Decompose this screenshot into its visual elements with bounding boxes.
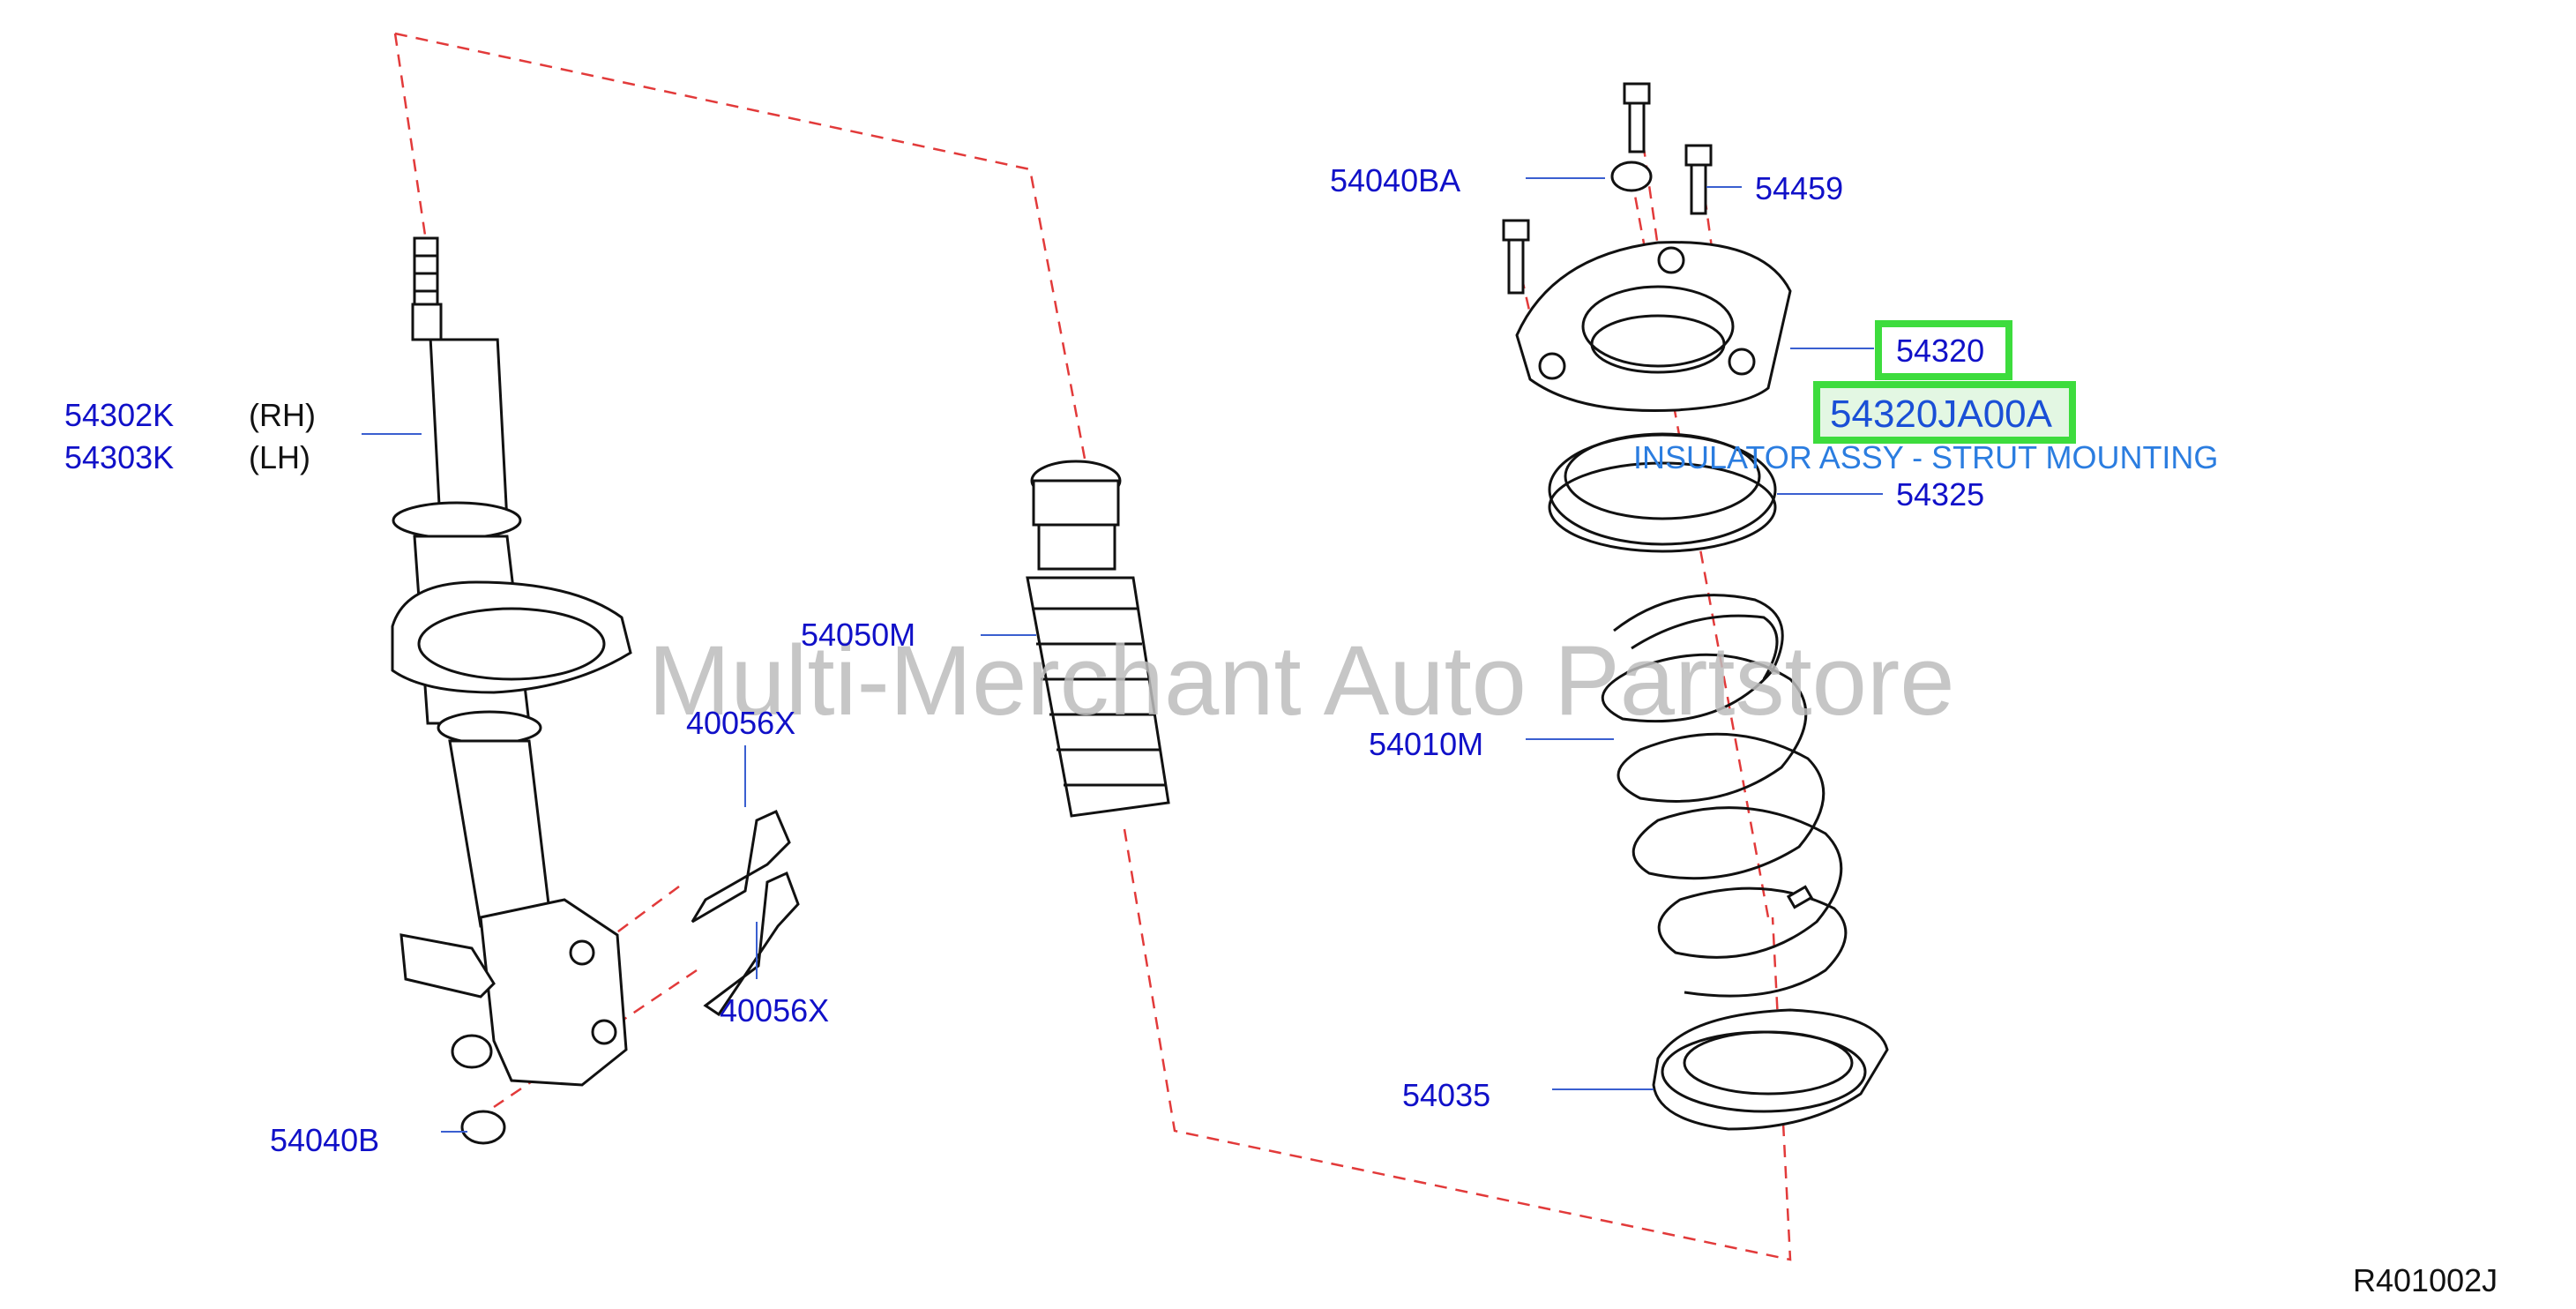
mount-bolt-icon — [1502, 82, 1713, 295]
assembly-dashed-path — [394, 32, 1086, 460]
strut-mount-icon — [1515, 241, 1792, 413]
part-label-54320[interactable]: 54320 — [1896, 333, 1984, 369]
part-label-40056X-top[interactable]: 40056X — [686, 705, 795, 741]
dust-boot-icon — [1026, 460, 1170, 818]
part-label-54040BA[interactable]: 54040BA — [1330, 162, 1460, 198]
part-label-54050M[interactable]: 54050M — [801, 617, 915, 653]
side-label-lh: (LH) — [249, 439, 310, 475]
bearing-icon — [1548, 432, 1777, 553]
bolt-icon — [691, 810, 800, 1017]
part-label-54010M[interactable]: 54010M — [1369, 726, 1483, 762]
part-label-54459[interactable]: 54459 — [1755, 170, 1843, 206]
strut-assembly-icon — [391, 236, 632, 1145]
bolt-axis-dash-3 — [1515, 255, 1541, 354]
part-description-insulator: INSULATOR ASSY - STRUT MOUNTING — [1633, 439, 2218, 475]
part-label-54302K[interactable]: 54302K — [64, 397, 174, 433]
part-label-54303K[interactable]: 54303K — [64, 439, 174, 475]
highlight-box-54320JA00A — [1813, 381, 2076, 444]
watermark: Multi-Merchant Auto Partstore — [648, 625, 1954, 736]
part-label-40056X-bottom[interactable]: 40056X — [720, 992, 829, 1028]
diagram-code: R401002J — [2353, 1262, 2498, 1298]
coil-spring-icon — [1601, 594, 1848, 998]
part-label-54320JA00A[interactable]: 54320JA00A — [1830, 393, 2053, 436]
part-label-54035[interactable]: 54035 — [1402, 1077, 1490, 1113]
part-label-54040B[interactable]: 54040B — [270, 1122, 379, 1158]
highlight-box-54320 — [1875, 320, 2012, 380]
side-label-rh: (RH) — [249, 397, 316, 433]
strut-axis-dash — [393, 33, 429, 248]
spring-seat-icon — [1652, 1008, 1889, 1131]
part-label-54325[interactable]: 54325 — [1896, 476, 1984, 512]
